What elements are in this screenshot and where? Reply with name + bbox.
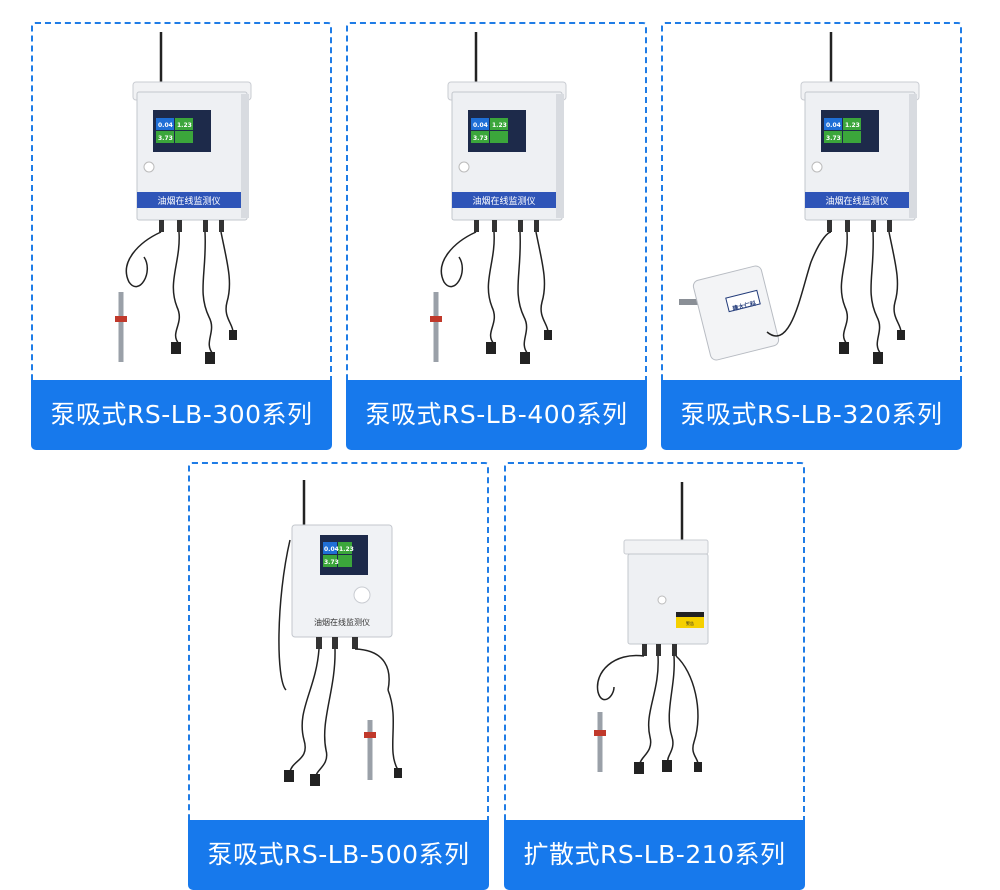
product-image-monitor: 0.04 1.23 3.73 油烟在线监测仪 建大仁科 bbox=[671, 32, 951, 377]
product-image-monitor: 0.04 1.23 3.73 油烟在线监测仪 bbox=[424, 32, 584, 377]
screen-value-2: 1.23 bbox=[339, 546, 354, 553]
product-image-monitor: 0.04 1.23 3.73 油烟在线监测仪 bbox=[276, 480, 416, 800]
product-label[interactable]: 扩散式RS-LB-210系列 bbox=[504, 820, 805, 890]
device-band-label: 油烟在线监测仪 bbox=[472, 195, 535, 207]
screen-value-1: 0.04 bbox=[473, 122, 488, 129]
product-image-frame bbox=[504, 462, 805, 823]
screen-value-3: 3.73 bbox=[324, 559, 339, 566]
product-card-rs-lb-300[interactable]: 0.04 1.23 3.73 油烟在线监测仪 泵吸式RS-LB-300系列 bbox=[31, 22, 332, 450]
product-label[interactable]: 泵吸式RS-LB-300系列 bbox=[31, 380, 332, 450]
product-label[interactable]: 泵吸式RS-LB-320系列 bbox=[661, 380, 962, 450]
product-label[interactable]: 泵吸式RS-LB-400系列 bbox=[346, 380, 647, 450]
device-band-label: 油烟在线监测仪 bbox=[314, 617, 370, 627]
device-band-label: 油烟在线监测仪 bbox=[157, 195, 220, 207]
product-card-rs-lb-400[interactable]: 0.04 1.23 3.73 油烟在线监测仪 泵吸式RS-LB-400系列 bbox=[346, 22, 647, 450]
product-image-frame bbox=[31, 22, 332, 383]
product-label[interactable]: 泵吸式RS-LB-500系列 bbox=[188, 820, 489, 890]
product-card-rs-lb-320[interactable]: 0.04 1.23 3.73 油烟在线监测仪 建大仁科 泵吸式RS-LB-320… bbox=[661, 22, 962, 450]
product-card-rs-lb-210[interactable]: 警告 扩散式RS-LB-210系列 bbox=[504, 462, 805, 890]
product-image-monitor: 警告 bbox=[584, 482, 724, 782]
screen-value-1: 0.04 bbox=[826, 122, 841, 129]
warning-label: 警告 bbox=[686, 620, 694, 626]
screen-value-3: 3.73 bbox=[826, 135, 841, 142]
screen-value-2: 1.23 bbox=[492, 122, 507, 129]
product-card-rs-lb-500[interactable]: 0.04 1.23 3.73 油烟在线监测仪 泵吸式RS-LB-500系列 bbox=[188, 462, 489, 890]
screen-value-2: 1.23 bbox=[845, 122, 860, 129]
screen-value-1: 0.04 bbox=[324, 546, 339, 553]
product-image-frame bbox=[188, 462, 489, 823]
product-image-frame bbox=[661, 22, 962, 383]
screen-value-2: 1.23 bbox=[177, 122, 192, 129]
screen-value-3: 3.73 bbox=[473, 135, 488, 142]
screen-value-1: 0.04 bbox=[158, 122, 173, 129]
product-image-frame bbox=[346, 22, 647, 383]
product-image-monitor: 0.04 1.23 3.73 油烟在线监测仪 bbox=[109, 32, 269, 377]
device-band-label: 油烟在线监测仪 bbox=[825, 195, 888, 207]
screen-value-3: 3.73 bbox=[158, 135, 173, 142]
